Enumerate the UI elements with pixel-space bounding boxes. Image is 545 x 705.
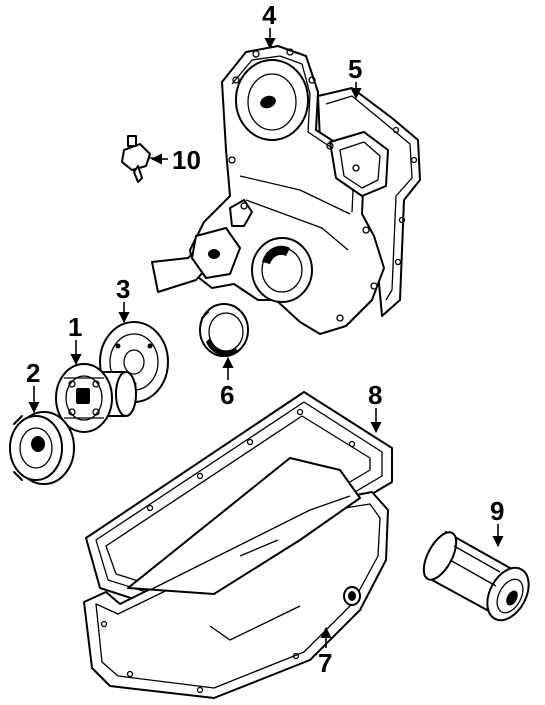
callout-2: 2 [26, 358, 40, 388]
harmonic-balancer [55, 363, 137, 433]
timing-cover [151, 45, 421, 335]
crankshaft-seal [199, 303, 249, 357]
oil-pan [83, 457, 389, 699]
callout-7: 7 [318, 648, 332, 678]
callout-1: 1 [68, 312, 82, 342]
crank-pulley [9, 411, 75, 485]
callout-3: 3 [116, 274, 130, 304]
sensor-bolt [121, 135, 158, 183]
callout-5: 5 [348, 54, 362, 84]
callout-10: 10 [172, 145, 201, 175]
callout-4: 4 [262, 0, 277, 30]
callout-8: 8 [368, 380, 382, 410]
callout-6: 6 [220, 380, 234, 410]
callout-leaders [28, 28, 504, 648]
callout-9: 9 [490, 496, 504, 526]
oil-filter [422, 531, 530, 622]
